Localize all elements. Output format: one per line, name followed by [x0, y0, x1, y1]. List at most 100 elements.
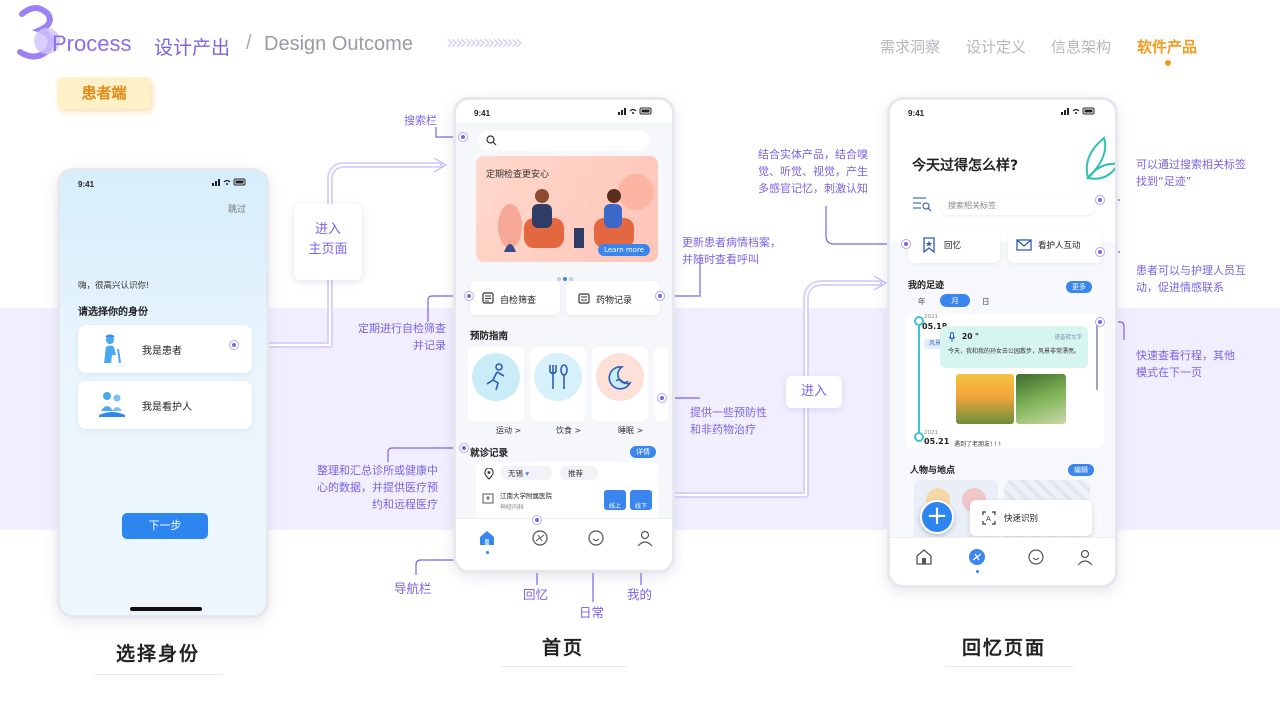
caregiver-interact-label: 看护人互动: [1038, 241, 1081, 251]
online-button[interactable]: 线上: [604, 490, 626, 510]
bookmark-icon: [923, 237, 935, 253]
self-check-label: 自检筛查: [500, 296, 537, 306]
role-patient-label: 我是患者: [142, 346, 182, 357]
voice-to-text-button[interactable]: 语音转文字: [1054, 335, 1082, 341]
nav-tab-product[interactable]: 软件产品: [1137, 38, 1198, 56]
phone-select-identity: 9:41 跳过 嗨，很高兴认识你! 请选择你的身份 我是患者 我是看护人 下一步: [57, 168, 269, 618]
visit-detail-button[interactable]: 详情: [630, 446, 656, 458]
annotation-dot: [658, 394, 666, 402]
choose-identity-heading: 请选择你的身份: [78, 307, 148, 318]
learn-more-button[interactable]: Learn more: [598, 244, 650, 256]
annotation-dot: [1096, 318, 1104, 326]
entry1-year: 2021: [924, 314, 938, 320]
role-caregiver-label: 我是看护人: [142, 402, 192, 413]
entry2-date: 05.21: [924, 437, 950, 446]
med-record-button[interactable]: 药物记录: [566, 281, 660, 315]
prevention-title: 预防指南: [470, 331, 509, 342]
daily-smile-icon[interactable]: [1027, 548, 1045, 566]
period-tab-month[interactable]: 月: [940, 294, 970, 307]
recommend-filter[interactable]: 推荐: [560, 466, 598, 480]
annotation-dot: [465, 292, 473, 300]
self-check-button[interactable]: 自检筛查: [470, 281, 560, 315]
status-time: 9:41: [78, 180, 95, 189]
next-button[interactable]: 下一步: [122, 513, 208, 539]
health-banner[interactable]: 定期检查更安心 Learn more: [476, 156, 658, 262]
annotation-nav-mine: 我的: [627, 587, 653, 602]
home-indicator: [130, 607, 202, 611]
caregiver-interact-card[interactable]: 看护人互动: [1008, 227, 1102, 263]
home-icon[interactable]: [915, 548, 933, 566]
skip-button[interactable]: 跳过: [228, 205, 247, 215]
profile-icon[interactable]: [636, 529, 654, 547]
carousel-dots: [557, 266, 575, 285]
memory-card[interactable]: 回忆: [908, 227, 1000, 263]
role-caregiver-card[interactable]: 我是看护人: [78, 381, 252, 429]
period-tab-year[interactable]: 年: [918, 297, 926, 306]
role-patient-card[interactable]: 我是患者: [78, 325, 252, 373]
status-time: 9:41: [908, 109, 925, 118]
timeline-scrollbar[interactable]: [1096, 320, 1098, 390]
nav-tab-architecture[interactable]: 信息架构: [1051, 38, 1112, 56]
consultation-illustration: [498, 174, 654, 252]
annotation-nav-daily: 日常: [579, 605, 605, 620]
entry2-text: 遇到了老朋友! ! !: [954, 441, 1002, 448]
caption-select-identity: 选择身份: [116, 643, 201, 665]
greeting-text: 嗨，很高兴认识你!: [78, 281, 150, 291]
daily-smile-icon[interactable]: [587, 529, 605, 547]
voice-note-bubble[interactable]: 20 " 语音转文字 今天，我和我的孙女去公园散步，风景非常漂亮。: [940, 326, 1088, 368]
timeline-node: [914, 316, 924, 326]
annotation-dot: [902, 240, 910, 248]
callout-enter-home: 进入 主页面: [294, 204, 362, 280]
prevention-card-sleep[interactable]: [592, 347, 648, 421]
annotation-nav-bar: 导航栏: [394, 581, 432, 596]
annotation-update-record: 更新患者病情档案， 并随时查看呼叫: [682, 236, 781, 266]
tag-search-input[interactable]: 搜索相关标签: [942, 195, 1094, 215]
signal-wifi-battery-icon: [212, 178, 246, 186]
quick-recognize-button[interactable]: A 快速识别: [970, 500, 1092, 536]
memory-icon[interactable]: [968, 548, 986, 566]
visit-record-card: 无锡 ▾ 推荐 江南大学附属医院 神经内科 线上 线下: [476, 462, 658, 522]
hospital-name: 江南大学附属医院: [500, 492, 552, 500]
footprint-more-button[interactable]: 更多: [1066, 281, 1092, 293]
people-edit-button[interactable]: 编辑: [1068, 464, 1094, 476]
active-nav-dot: [486, 551, 489, 554]
entry1-tag: 风景: [924, 339, 947, 349]
active-tab-indicator: [1165, 60, 1171, 66]
signal-wifi-battery-icon: [1061, 107, 1095, 115]
annotation-dot: [656, 292, 664, 300]
prevention-label-sleep: 睡眠 >: [618, 426, 644, 435]
prevention-card-exercise[interactable]: [468, 347, 524, 421]
period-tab-day[interactable]: 日: [982, 297, 990, 306]
banner-text: 定期检查更安心: [486, 170, 550, 180]
status-bar: 9:41: [60, 171, 266, 193]
annotation-prevention-info: 提供一些预防性 和非药物治疗: [690, 406, 767, 436]
filter-search-icon[interactable]: [912, 196, 932, 212]
prevention-label-exercise: 运动 >: [496, 426, 522, 435]
voice-duration: 20 ": [962, 332, 979, 341]
nav-tab-research[interactable]: 需求洞察: [880, 38, 941, 56]
entry1-date: 05.18: [922, 322, 948, 331]
elderly-patient-icon: [104, 334, 121, 364]
profile-icon[interactable]: [1076, 548, 1094, 566]
med-record-label: 药物记录: [596, 296, 633, 306]
park-path-photo[interactable]: [1016, 374, 1066, 424]
bottom-navigation: [890, 537, 1115, 585]
offline-button[interactable]: 线下: [630, 490, 652, 510]
quick-recognize-label: 快速识别: [1004, 514, 1039, 524]
home-icon[interactable]: [478, 529, 496, 547]
memory-icon[interactable]: [531, 529, 549, 547]
add-button[interactable]: +: [920, 500, 954, 534]
nav-tab-definition[interactable]: 设计定义: [966, 38, 1027, 56]
logo-circle: [34, 28, 60, 54]
annotation-visit-data: 整理和汇总诊所或健康中 心的数据，并提供医疗预 约和远程医疗: [317, 464, 438, 511]
title-slash: /: [246, 32, 252, 54]
annotation-dot: [533, 516, 541, 524]
search-bar[interactable]: [478, 131, 650, 151]
location-pin-icon: [484, 468, 494, 480]
prevention-card-diet[interactable]: [530, 347, 586, 421]
city-filter[interactable]: 无锡 ▾: [500, 466, 552, 480]
sunset-photo[interactable]: [956, 374, 1014, 424]
scan-icon: A: [982, 511, 996, 525]
city-filter-value: 无锡: [508, 469, 523, 478]
